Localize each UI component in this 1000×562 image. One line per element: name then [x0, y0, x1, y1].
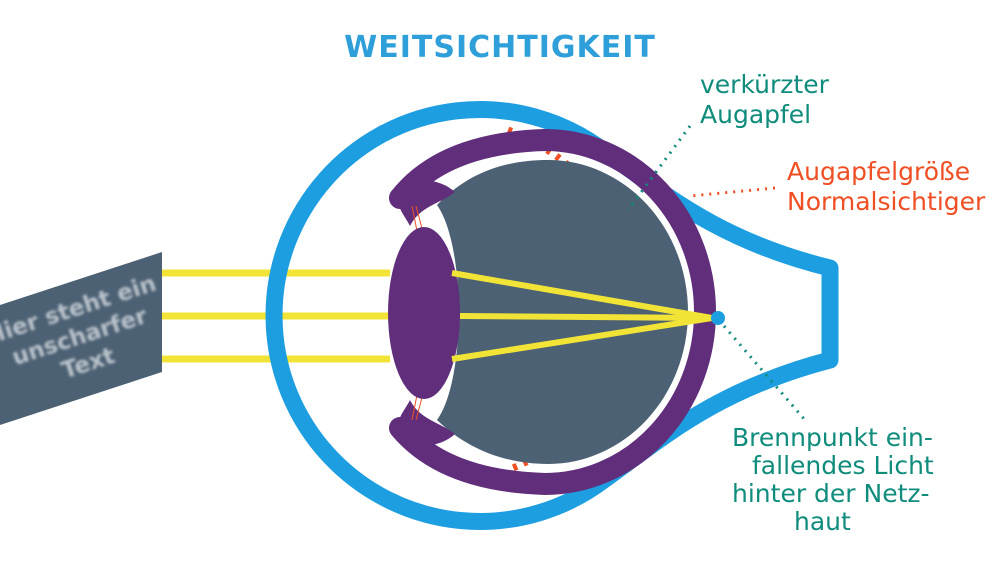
refracted-ray-bottom [451, 315, 713, 362]
refracted-ray-middle [459, 313, 713, 321]
label-focal-point-line-4: haut [794, 507, 851, 536]
lens [388, 227, 460, 399]
blurred-text-sign: Hier steht ein unscharfer Text [0, 252, 162, 425]
vitreous-body [437, 160, 688, 464]
leader-lines [626, 125, 807, 421]
label-shortened-eyeball-line-2: Augapfel [700, 100, 811, 129]
refracted-ray-top [451, 270, 713, 321]
label-shortened-eyeball: verkürzter Augapfel [700, 70, 830, 129]
leader-normal-eyeball [689, 186, 776, 198]
choroid-layer [389, 128, 716, 496]
diagram-title: WEITSICHTIGKEIT [344, 30, 656, 65]
sclera [265, 100, 839, 530]
focal-point [711, 311, 725, 325]
refracted-light-rays [451, 270, 713, 362]
label-normal-eyeball-size: Augapfelgröße Normalsichtiger [787, 157, 986, 216]
label-normal-eyeball-line-2: Normalsichtiger [787, 187, 986, 216]
label-focal-point: Brennpunkt ein- fallendes Licht hinter d… [732, 423, 934, 536]
ciliary-body [397, 180, 455, 446]
label-focal-point-line-1: Brennpunkt ein- [732, 423, 933, 452]
sclera-outline [265, 100, 839, 530]
sign-panel [0, 252, 162, 425]
label-focal-point-line-3: hinter der Netz- [732, 479, 930, 508]
label-normal-eyeball-line-1: Augapfelgröße [787, 157, 970, 186]
ciliary-body-top [397, 180, 455, 226]
leader-shortened-eyeball [626, 125, 692, 211]
label-shortened-eyeball-line-1: verkürzter [700, 70, 830, 99]
label-focal-point-line-2: fallendes Licht [752, 451, 934, 480]
ciliary-body-bottom [397, 400, 455, 446]
